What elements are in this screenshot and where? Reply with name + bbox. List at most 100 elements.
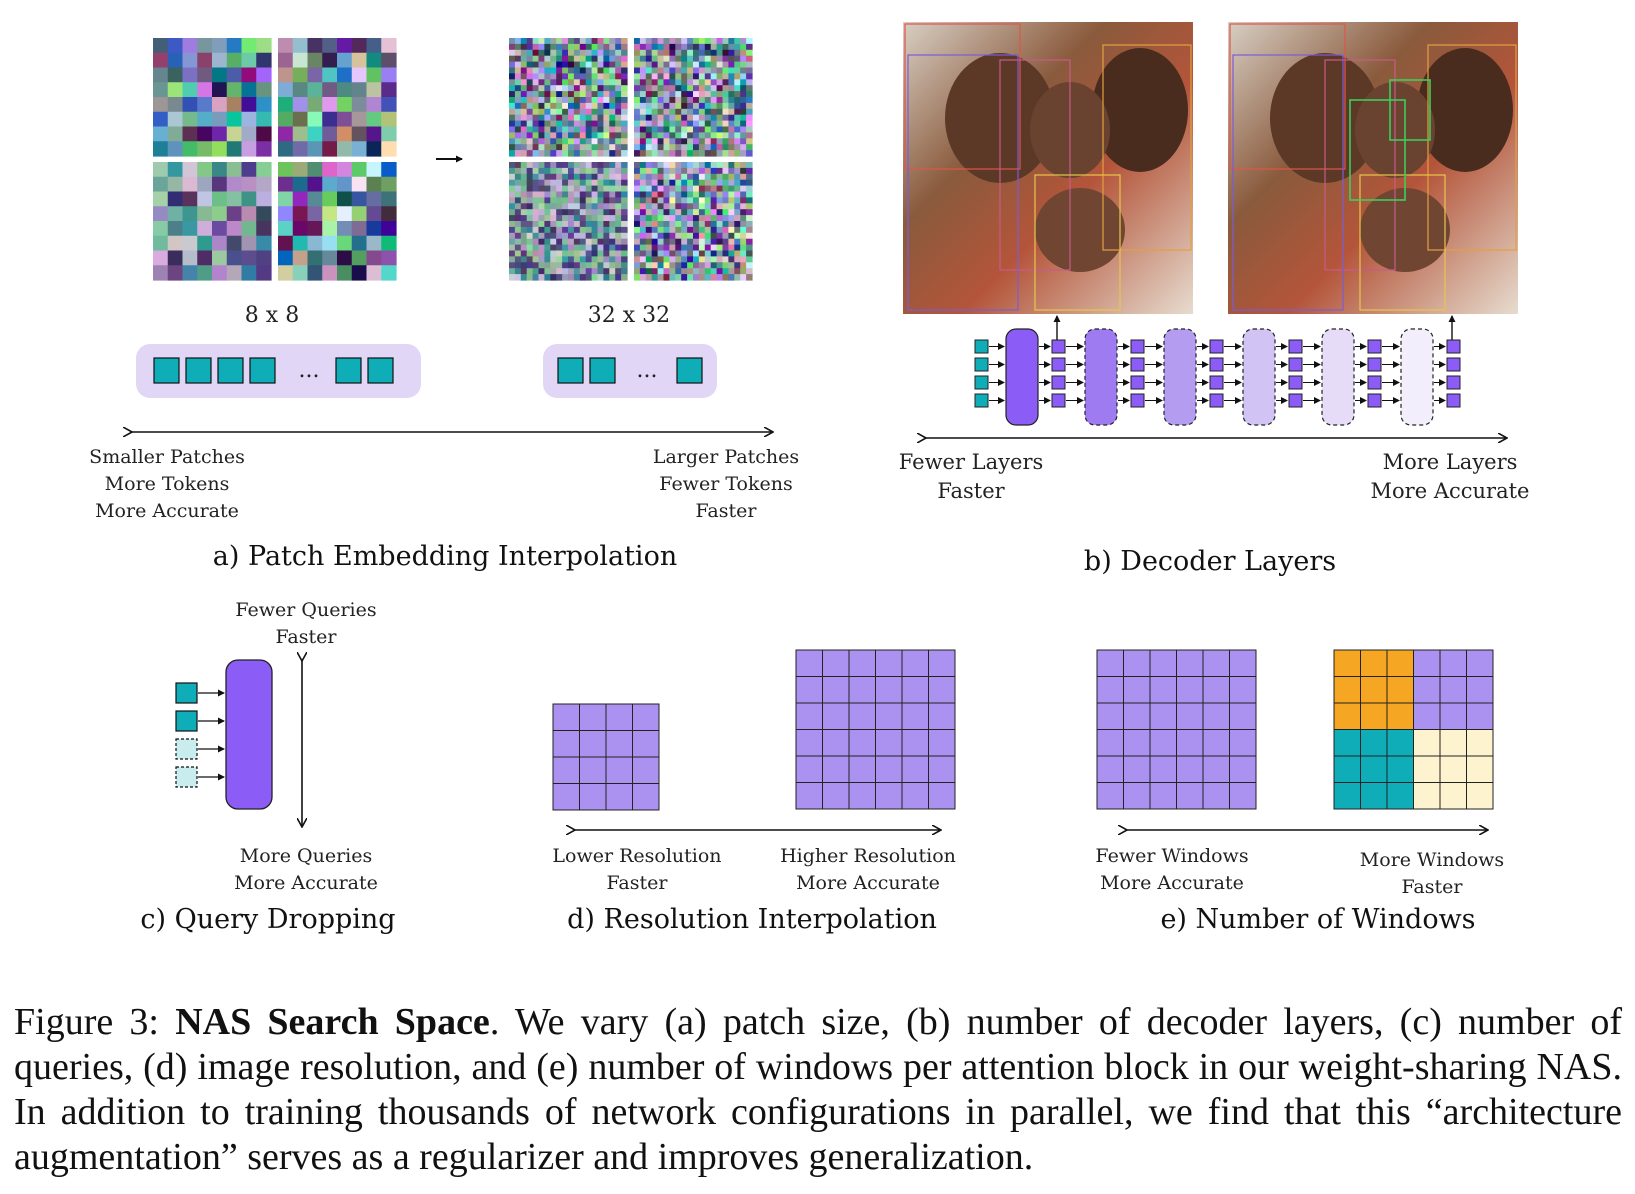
patch-cell (728, 162, 735, 169)
bbox (904, 23, 1021, 170)
patch-cell (573, 256, 581, 263)
grid-cell (1202, 729, 1230, 757)
patch-cell (681, 173, 688, 181)
patch-cell (639, 132, 647, 139)
patch-cell (514, 144, 522, 151)
patch-cell (687, 256, 694, 263)
patch-cell (197, 52, 213, 69)
patch-cell (514, 108, 522, 116)
patch-cell (621, 150, 628, 157)
patch-cell (645, 85, 653, 92)
patch-cell (526, 73, 534, 80)
patch-cell (634, 256, 641, 263)
patch-cell (675, 49, 682, 57)
patch-cell (728, 73, 735, 80)
patch-cell (639, 55, 647, 63)
patch-cell (687, 114, 694, 122)
patch-cell (591, 256, 599, 263)
patch-cell (675, 102, 682, 110)
patch-cell (639, 91, 647, 98)
patch-cell (526, 108, 534, 116)
patch-cell (734, 102, 741, 110)
patch-cell (256, 221, 272, 237)
patch-cell (597, 191, 604, 198)
patch-cell (544, 191, 551, 198)
grid-cell (901, 755, 929, 783)
patch-cell (639, 150, 647, 157)
patch-cell (212, 126, 228, 142)
grid-cell (632, 783, 660, 811)
patch-cell (693, 97, 700, 104)
decoder-token (1051, 375, 1066, 390)
panel-c-title: c) Query Dropping (140, 904, 395, 935)
decoder-layer-stack (974, 328, 1461, 426)
patch-cell (645, 43, 653, 51)
patch-cell (585, 173, 593, 181)
patch-cell (538, 79, 545, 86)
patch-cell (514, 162, 522, 169)
patch-cell (167, 162, 184, 178)
patch-cell (544, 203, 551, 210)
patch-cell (651, 232, 659, 240)
patch-cell (585, 268, 593, 275)
patch-cell (544, 232, 551, 240)
patch-cell (197, 82, 213, 98)
patch-cell (675, 221, 682, 228)
patch-cell (634, 138, 641, 145)
grid-cell (928, 755, 956, 783)
patch-cell (704, 262, 712, 269)
patch-cell (603, 209, 610, 216)
patch-cell (710, 256, 718, 263)
patch-cell (182, 126, 198, 142)
patch-cell (585, 226, 593, 234)
patch-cell (645, 73, 653, 80)
patch-cell (716, 132, 724, 139)
patch-cell (591, 274, 599, 281)
patch-cell (734, 108, 741, 116)
patch-cell (681, 250, 688, 257)
patch-cell (645, 179, 653, 187)
patch-cell (740, 150, 747, 157)
patch-cell (153, 97, 169, 113)
patch-cell (681, 120, 688, 128)
patch-cell (716, 126, 724, 133)
patch-cell (657, 238, 665, 246)
patch-cell (675, 126, 682, 133)
patch-cell (704, 91, 712, 98)
token (335, 357, 362, 384)
patch-cell (544, 55, 551, 63)
patch-cell (322, 176, 338, 193)
patch-cell (722, 197, 729, 204)
patch-cell (292, 52, 309, 69)
patch-cell (687, 226, 694, 234)
patch-cell (603, 232, 610, 240)
patch-cell (603, 38, 610, 45)
patch-cell (704, 209, 712, 216)
patch-cell (734, 162, 741, 169)
patch-cell (734, 179, 741, 187)
patch-cell (256, 250, 272, 266)
patch-cell (514, 185, 522, 193)
patch-cell (226, 141, 243, 157)
bbox (1229, 23, 1346, 170)
patch-cell (562, 91, 569, 98)
patch-cell (538, 55, 545, 63)
patch-cell (573, 132, 581, 139)
patch-cell (693, 244, 700, 252)
patch-cell (212, 235, 228, 252)
patch-cell (675, 185, 682, 193)
patch-cell (663, 173, 670, 181)
patch-cell (337, 141, 353, 157)
patch-cell (514, 244, 522, 252)
patch-cell (520, 102, 528, 110)
patch-cell (687, 120, 694, 128)
patch-cell (734, 262, 741, 269)
patch-cell (639, 221, 647, 228)
patch-cell (722, 238, 729, 246)
patch-cell (568, 197, 575, 204)
patch-cell (740, 244, 747, 252)
patch-cell (556, 43, 563, 51)
patch-cell (728, 114, 735, 122)
patch-cell (746, 102, 753, 110)
patch-cell (278, 191, 294, 207)
